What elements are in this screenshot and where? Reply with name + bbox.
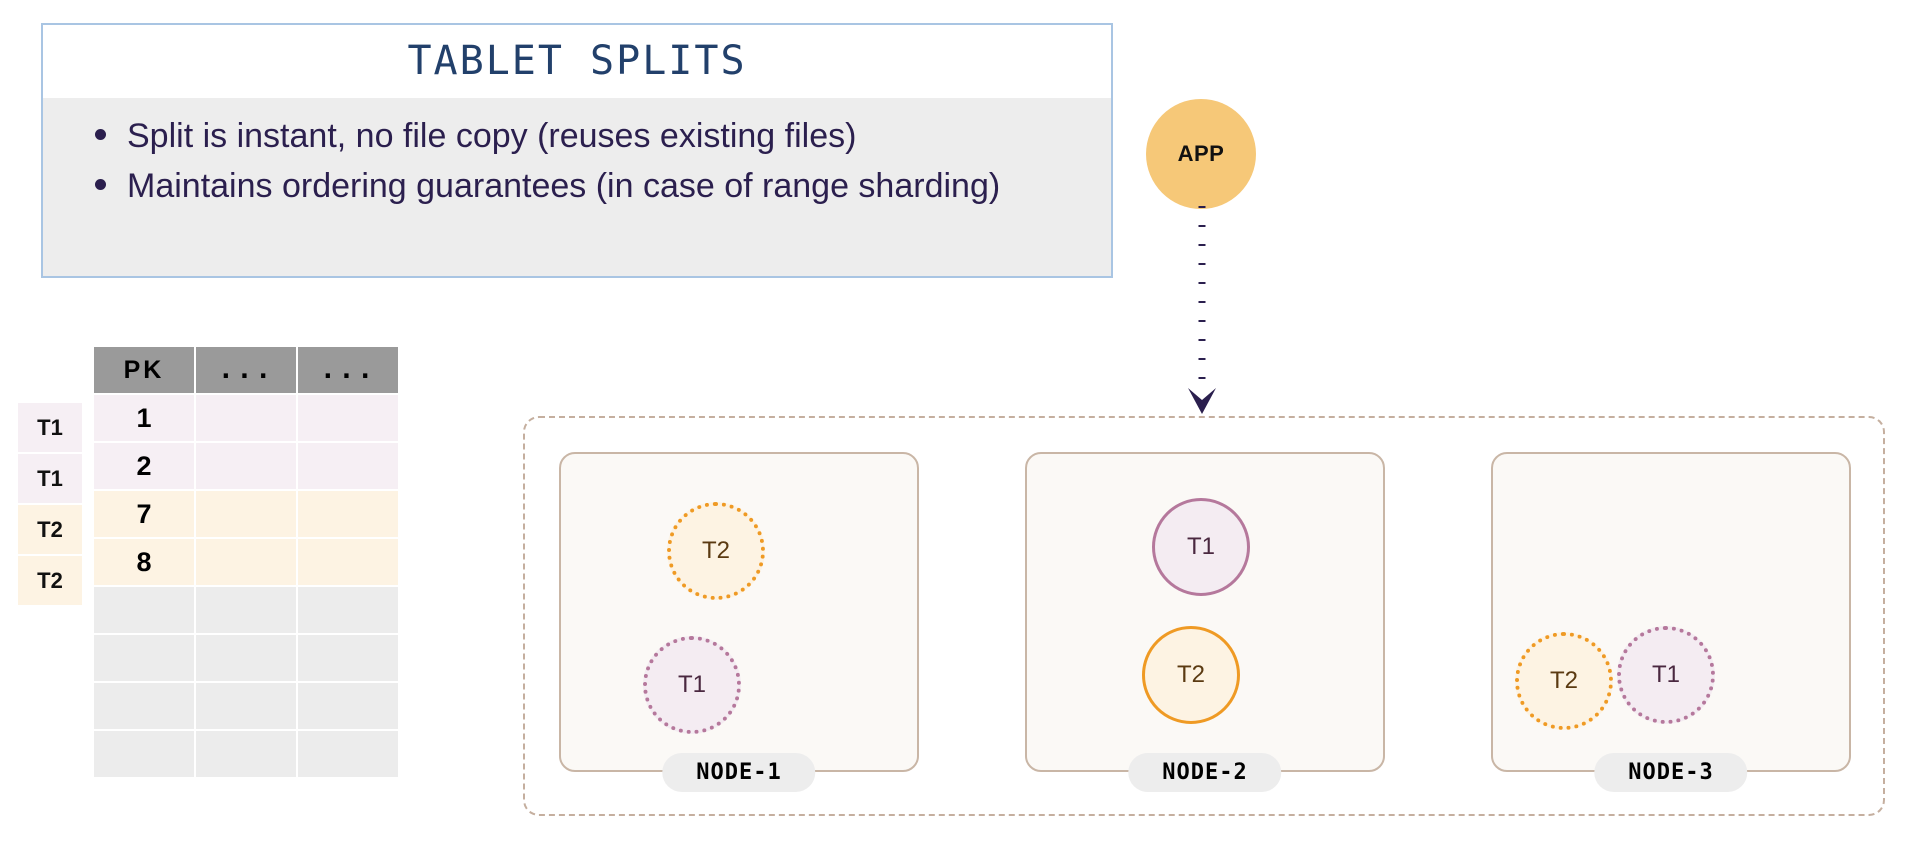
app-label: APP xyxy=(1177,141,1225,166)
tablet-splits-callout: TABLET SPLITS Split is instant, no file … xyxy=(41,23,1113,278)
cell-col3 xyxy=(298,443,398,489)
bullet-list: Split is instant, no file copy (reuses e… xyxy=(69,112,1085,211)
tablet-label: T1 xyxy=(677,671,706,698)
cell-col2 xyxy=(196,491,296,537)
cell-col3 xyxy=(298,395,398,441)
cell-col3 xyxy=(298,539,398,585)
node-label-3: NODE-3 xyxy=(1594,753,1748,792)
tablet-label: T2 xyxy=(1549,667,1578,694)
node-box-2: T1 T2 NODE-2 xyxy=(1025,452,1385,792)
cell-pk: 8 xyxy=(94,539,194,585)
tablet-t2: T2 xyxy=(1515,632,1613,730)
app-node: APP xyxy=(1146,99,1256,209)
cell-pk: 2 xyxy=(94,443,194,489)
bullet-text: Split is instant, no file copy (reuses e… xyxy=(127,117,857,155)
table-row-empty xyxy=(94,731,398,777)
tablet-t1: T1 xyxy=(1152,498,1250,596)
tablet-label: T1 xyxy=(1186,533,1215,560)
table-row-empty xyxy=(94,635,398,681)
bullet-dot-icon xyxy=(95,129,106,140)
cell-empty xyxy=(298,587,398,633)
column-header-ellipsis: ... xyxy=(196,347,296,393)
cell-empty xyxy=(94,731,194,777)
pk-table-figure: T1 T1 T2 T2 PK ... ... 1 2 7 xyxy=(0,345,420,815)
table-row: 7 xyxy=(94,491,398,537)
table-row-empty xyxy=(94,587,398,633)
app-to-cluster-arrow-icon xyxy=(1188,206,1216,414)
bullet-dot-icon xyxy=(95,179,106,191)
node-label-2: NODE-2 xyxy=(1128,753,1282,792)
cell-col2 xyxy=(196,539,296,585)
table-row: 8 xyxy=(94,539,398,585)
cell-empty xyxy=(298,731,398,777)
tablet-label: T2 xyxy=(701,537,730,564)
cell-empty xyxy=(94,587,194,633)
row-label-column: T1 T1 T2 T2 xyxy=(18,403,82,607)
cell-empty xyxy=(196,683,296,729)
cell-empty xyxy=(94,635,194,681)
node-box-3: T2 T1 NODE-3 xyxy=(1491,452,1851,792)
row-label-tablet: T2 xyxy=(18,556,82,605)
cell-empty xyxy=(196,731,296,777)
tablet-label: T2 xyxy=(1176,661,1205,688)
tablet-t2: T2 xyxy=(667,502,765,600)
cell-empty xyxy=(196,635,296,681)
pk-table: PK ... ... 1 2 7 8 xyxy=(92,345,400,779)
row-label-tablet: T2 xyxy=(18,505,82,554)
page-title: TABLET SPLITS xyxy=(43,25,1111,98)
cluster-boundary: T2 T1 NODE-1 T1 T2 NODE-2 T2 T1 NODE-3 xyxy=(523,416,1885,816)
tablet-t2: T2 xyxy=(1142,626,1240,724)
node-box-1: T2 T1 NODE-1 xyxy=(559,452,919,792)
cell-empty xyxy=(196,587,296,633)
cell-col2 xyxy=(196,395,296,441)
cell-empty xyxy=(94,683,194,729)
row-label-tablet: T1 xyxy=(18,403,82,452)
cell-pk: 1 xyxy=(94,395,194,441)
table-header-row: PK ... ... xyxy=(94,347,398,393)
tablet-t1: T1 xyxy=(643,636,741,734)
row-label-tablet: T1 xyxy=(18,454,82,503)
table-row: 1 xyxy=(94,395,398,441)
cell-col2 xyxy=(196,443,296,489)
list-item: Maintains ordering guarantees (in case o… xyxy=(69,162,1085,210)
cell-col3 xyxy=(298,491,398,537)
node-label-1: NODE-1 xyxy=(662,753,816,792)
table-row-empty xyxy=(94,683,398,729)
tablet-t1: T1 xyxy=(1617,626,1715,724)
table-row: 2 xyxy=(94,443,398,489)
column-header-pk: PK xyxy=(94,347,194,393)
bullet-text: Maintains ordering guarantees (in case o… xyxy=(127,167,1001,206)
tablet-label: T1 xyxy=(1651,661,1680,688)
list-item: Split is instant, no file copy (reuses e… xyxy=(69,112,1085,160)
cell-empty xyxy=(298,683,398,729)
column-header-ellipsis: ... xyxy=(298,347,398,393)
cell-empty xyxy=(298,635,398,681)
cell-pk: 7 xyxy=(94,491,194,537)
callout-body: Split is instant, no file copy (reuses e… xyxy=(43,98,1111,276)
